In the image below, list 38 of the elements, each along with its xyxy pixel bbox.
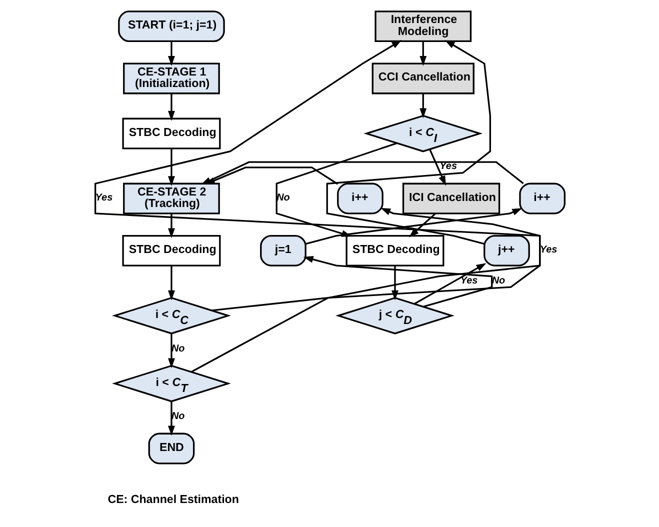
arrow [304,208,522,245]
node-box: j=1 [260,234,306,266]
node-box: CE-STAGE 2 (Tracking) [122,182,220,214]
arrow [408,213,436,238]
arrow [167,214,174,238]
arrow [302,256,492,308]
arrow [167,94,174,121]
arrow [414,263,486,304]
node-box: STBC Decoding [122,234,220,266]
node-box: CCI Cancellation [371,62,474,94]
arrow [391,266,398,300]
node-box: i++ [336,182,383,214]
edge-label: Yes [439,161,456,172]
arrow [211,208,540,312]
node-box: END [148,432,194,464]
arrow [167,266,174,300]
node-box: STBC Decoding [122,118,220,150]
node-box: i++ [518,182,566,214]
label: CE: Channel Estimation [107,494,238,506]
node-box: STBC Decoding [345,234,444,266]
arrow [167,334,174,368]
node-box: CE-STAGE 1 (Initialization) [122,62,220,94]
node-box: Interference Modeling [374,10,472,42]
arrow [275,142,397,237]
edge-label: No [491,275,505,286]
arrow [167,42,174,66]
arrow [167,148,174,186]
arrow [167,401,174,436]
node-box: ICI Cancellation [402,182,500,214]
arrow [428,149,446,186]
node-box: START (i=1; j=1) [118,10,224,42]
arrow [326,40,491,245]
edge-label: Yes [460,275,478,286]
arrow [94,40,540,373]
arrow [419,94,426,118]
edge-label: Yes [94,192,112,204]
arrow [419,42,426,66]
node-box: j++ [483,234,530,266]
